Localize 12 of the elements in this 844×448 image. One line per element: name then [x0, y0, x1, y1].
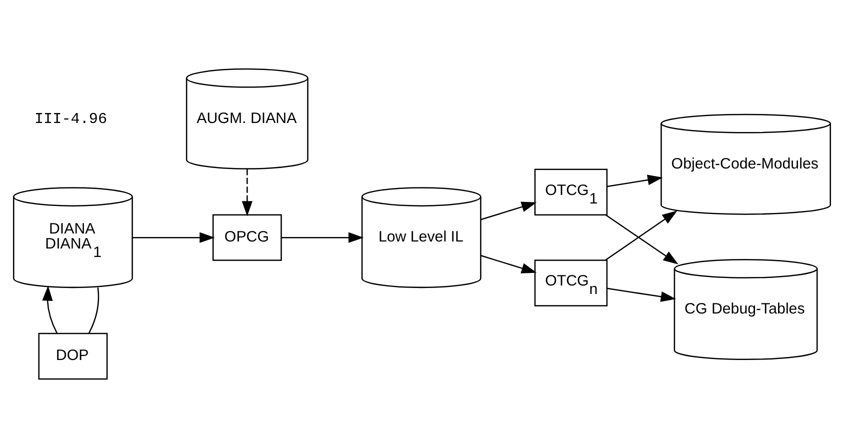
arrow	[606, 174, 663, 188]
arrow	[282, 232, 364, 243]
arrow	[242, 168, 252, 216]
connector	[88, 287, 100, 334]
label: III-4.96	[34, 110, 108, 128]
arrow	[480, 202, 537, 220]
node-box: OPCG	[212, 214, 282, 261]
arrow	[480, 254, 537, 274]
arrow	[606, 288, 676, 302]
node-box: DOP	[38, 332, 108, 380]
arrow	[42, 286, 58, 334]
arrow	[132, 232, 215, 243]
